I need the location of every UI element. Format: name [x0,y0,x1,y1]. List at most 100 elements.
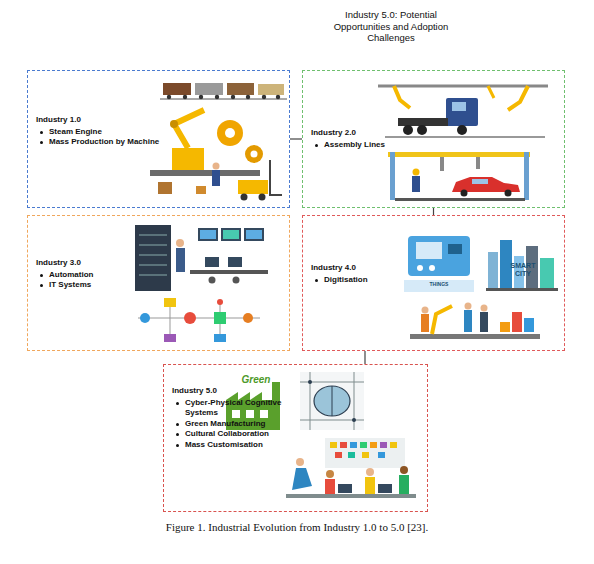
brain-circuit-part [300,372,364,430]
smart-city-part [488,252,498,290]
text-block: Industry 5.0Cyber-Physical Cognitive Sys… [172,386,288,450]
illustration-label: SMART CITY [505,262,541,278]
factory-machinery-part [251,151,258,158]
iot-illustration-part [404,280,474,292]
stage-connector [364,351,365,364]
truck-assembly-part [417,125,427,135]
smart-city [486,240,558,291]
stage-heading-row: Industry 5.0 [172,386,288,397]
iot-illustration [404,236,474,292]
car-assembly-part [472,179,488,184]
collaboration-team-part [350,442,357,448]
car-assembly-part [395,198,525,201]
digital-factory [410,303,540,340]
factory-machinery-part [158,182,172,194]
iot-illustration-part [408,236,470,276]
truck-assembly-part [403,125,413,135]
collaboration-team-part [390,442,397,448]
iot-illustration-part [429,265,435,271]
flowchart-sketch-part [140,313,150,323]
bullet-dot [176,423,179,426]
factory-machinery-part [225,128,235,138]
bullet-row: Assembly Lines [315,140,401,151]
truck-assembly-part [394,86,410,108]
bullet-row: Cyber-Physical Cognitive Systems [176,398,288,419]
illustration-label: THINGS [412,281,466,287]
smart-city-part [486,288,558,291]
truck-assembly-part [508,86,528,110]
car-assembly-part [476,157,480,169]
server-room-part [139,275,167,276]
car-assembly-part [452,177,520,192]
bullet-row: Automation [40,270,126,281]
flowchart-sketch-part [164,334,176,342]
stage-heading-row: Industry 2.0 [311,128,401,139]
server-room [135,225,268,291]
figure-title: Industry 5.0: Potential Opportunities an… [318,9,464,44]
flowchart-sketch-part [214,334,226,342]
collaboration-team-part [366,468,374,476]
brain-circuit-part [308,380,312,384]
green-factory-part [260,410,268,418]
flowchart-sketch-part [164,298,176,307]
bullet-row: IT Systems [40,280,126,291]
bullet-text: IT Systems [49,280,91,291]
steam-train-part [160,99,287,100]
collaboration-team-part [400,466,408,474]
stage-heading-row: Industry 3.0 [36,258,126,269]
collaboration-team-part [360,442,367,448]
server-room-part [233,277,240,284]
brain-circuit-part [352,418,356,422]
collaboration-team-part [380,442,387,448]
steam-train-part [227,83,254,95]
stage-box: Industry 5.0Cyber-Physical Cognitive Sys… [163,364,428,512]
bullet-text: Automation [49,270,93,281]
bullet-row: Cultural Collaboration [176,429,288,440]
flowchart-sketch-part [243,313,253,323]
collaboration-team-part [370,442,377,448]
factory-machinery-part [174,110,204,148]
collaboration-team-part [286,494,416,498]
collaboration-team-part [362,452,369,458]
factory-machinery-part [245,145,263,163]
truck-assembly-part [398,118,448,126]
bullet-text: Green Manufacturing [185,419,265,430]
brain-circuit [300,372,364,430]
car-assembly-part [440,157,444,171]
factory-machinery-part [217,120,243,146]
car-assembly [388,152,530,201]
collaboration-team-part [330,442,337,448]
bullet-dot [315,279,318,282]
bullet-text: Assembly Lines [324,140,385,151]
bullet-row: Mass Customisation [176,440,288,451]
flowchart-sketch-part [138,318,260,319]
bullet-dot [315,144,318,147]
truck-assembly [378,86,548,137]
bullet-text: Cultural Collaboration [185,429,269,440]
stage-box: Industry 1.0Steam EngineMass Production … [27,70,290,208]
steam-train-part [276,95,280,99]
server-room-part [228,257,242,267]
stage-heading-row: Industry 1.0 [36,115,161,126]
bullet-row: Steam Engine [40,127,161,138]
bullet-dot [176,433,179,436]
factory-machinery-part [259,194,266,201]
truck-assembly-part [385,136,545,138]
stage-heading: Industry 5.0 [172,386,217,395]
bullet-text: Mass Production by Machine [49,137,159,148]
text-block: Industry 1.0Steam EngineMass Production … [36,115,161,148]
figure-caption: Figure 1. Industrial Evolution from Indu… [0,521,594,533]
stage-heading-row: Industry 4.0 [311,263,401,274]
steam-train-part [163,83,191,95]
stage-heading: Industry 2.0 [311,128,356,137]
digital-factory-part [524,318,534,332]
bullet-row: Green Manufacturing [176,419,288,430]
brain-circuit-part [332,386,333,416]
server-room-part [139,255,167,256]
server-room-part [135,225,171,291]
collaboration-team-part [325,479,335,494]
collaboration-team-part [399,475,409,494]
iot-illustration-part [417,265,423,271]
illustration-label: Green [236,374,276,385]
